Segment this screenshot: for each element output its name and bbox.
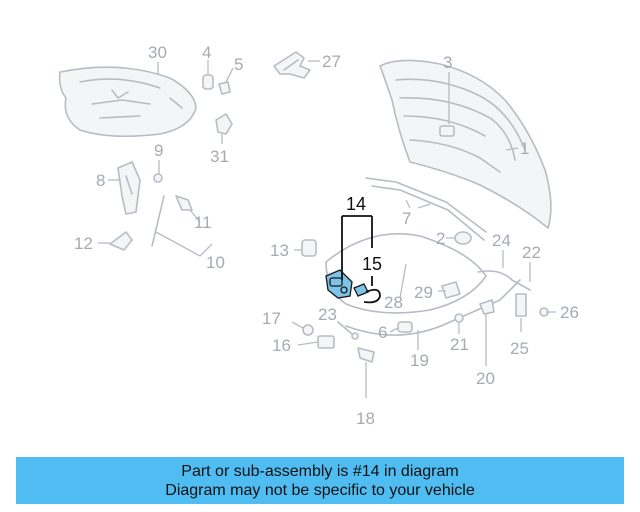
bumper-part-6 <box>397 321 413 333</box>
callout-27: 27 <box>322 52 341 71</box>
rod-part-23 <box>337 321 359 340</box>
latch-support-frame-part <box>325 233 521 336</box>
banner-line-2: Diagram may not be specific to your vehi… <box>165 481 475 499</box>
clip-part-5 <box>218 81 231 95</box>
bracket-part-16 <box>317 335 335 349</box>
callout-31: 31 <box>210 147 229 166</box>
callout-10: 10 <box>206 253 225 272</box>
bumper-part-2 <box>454 231 472 245</box>
latch-switch-part-15[interactable] <box>353 283 381 304</box>
part-info-banner: Part or sub-assembly is #14 in diagram D… <box>16 457 624 504</box>
release-cable-part <box>477 270 549 317</box>
callout-11: 11 <box>194 213 212 232</box>
guide-part-20 <box>479 299 495 315</box>
callout-8: 8 <box>96 171 105 190</box>
callout-21: 21 <box>450 335 469 354</box>
banner-line-1: Part or sub-assembly is #14 in diagram <box>181 462 459 480</box>
bracket-part-13 <box>301 239 317 257</box>
callout-6: 6 <box>378 323 387 342</box>
callout-17: 17 <box>262 309 281 328</box>
clip-part-21 <box>454 313 464 323</box>
hood-panel-part <box>379 59 552 229</box>
clip-part-4 <box>202 74 214 90</box>
callout-9: 9 <box>154 141 163 160</box>
bracket-part-12 <box>109 231 133 251</box>
callout-29: 29 <box>414 283 433 302</box>
callout-5: 5 <box>234 55 243 74</box>
hood-insulator-part <box>58 66 197 138</box>
callout-15-highlighted: 15 <box>362 254 382 274</box>
callout-30: 30 <box>148 43 167 62</box>
callout-1: 1 <box>520 139 529 158</box>
hood-prop-rod-part <box>151 173 193 247</box>
callout-16: 16 <box>272 336 291 355</box>
hood-seal-part <box>365 177 487 241</box>
callout-20: 20 <box>476 369 495 388</box>
striker-part-18 <box>357 347 375 363</box>
clip-part-17 <box>302 324 314 336</box>
hood-stay-bracket-part <box>117 161 141 215</box>
bracket-part-31 <box>215 113 233 135</box>
callout-3: 3 <box>443 53 452 72</box>
callout-18: 18 <box>356 409 375 428</box>
callout-12: 12 <box>74 234 93 253</box>
hood-latch-assembly-part-14[interactable] <box>325 269 353 299</box>
callout-23: 23 <box>318 305 337 324</box>
callout-25: 25 <box>510 339 529 358</box>
callout-2: 2 <box>436 229 445 248</box>
callout-22: 22 <box>522 243 541 262</box>
callout-4: 4 <box>202 43 211 62</box>
clip-part-29 <box>441 281 461 299</box>
callout-7: 7 <box>402 209 411 228</box>
callout-28: 28 <box>384 293 403 312</box>
callout-19: 19 <box>410 351 429 370</box>
hood-hinge-part <box>273 51 311 79</box>
callout-14-highlighted: 14 <box>346 194 366 214</box>
callout-26: 26 <box>560 303 579 322</box>
callout-13: 13 <box>270 241 289 260</box>
callout-24: 24 <box>492 231 511 250</box>
